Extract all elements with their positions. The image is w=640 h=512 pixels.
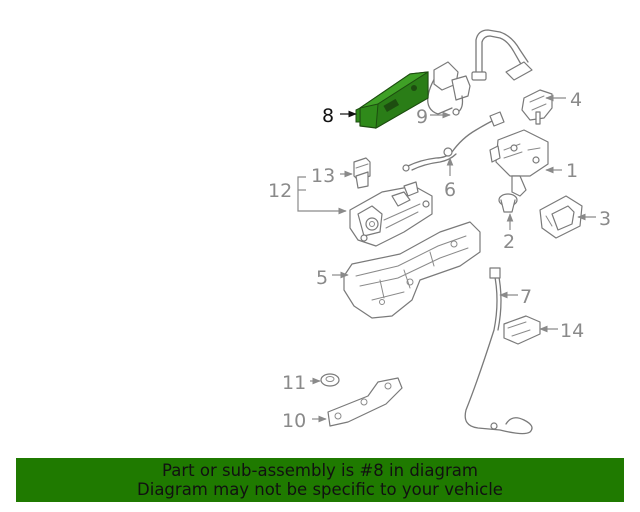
banner-line-1: Part or sub-assembly is #8 in diagram (162, 461, 478, 480)
info-banner: Part or sub-assembly is #8 in diagram Di… (16, 458, 624, 502)
callout-13: 13 (311, 165, 335, 187)
callout-11: 11 (282, 372, 306, 394)
callout-numbers: 8 9 4 1 3 2 6 5 7 14 11 10 13 12 (268, 89, 611, 432)
part-6-cable[interactable] (402, 111, 505, 172)
callout-3: 3 (599, 208, 611, 230)
part-2-bumper[interactable] (498, 193, 518, 213)
part-12-actuator[interactable] (349, 181, 433, 247)
callout-10: 10 (282, 410, 306, 432)
part-4[interactable] (521, 89, 553, 125)
banner-line-2: Diagram may not be specific to your vehi… (137, 480, 503, 499)
leader-lines (297, 94, 596, 423)
part-7-cable[interactable] (464, 267, 533, 435)
callout-9: 9 (416, 106, 428, 128)
part-10-bracket[interactable] (327, 377, 403, 427)
callout-14: 14 (560, 320, 584, 342)
callout-2: 2 (503, 231, 515, 253)
callout-12: 12 (268, 180, 292, 202)
callout-4: 4 (570, 89, 582, 111)
part-11-nut[interactable] (320, 373, 340, 387)
part-9-wire-harness[interactable] (427, 29, 533, 116)
part-1-latch[interactable] (489, 129, 549, 197)
callout-8: 8 (322, 105, 334, 127)
callout-7: 7 (520, 286, 532, 308)
part-8-highlighted-module[interactable] (355, 71, 429, 129)
callout-1: 1 (566, 160, 578, 182)
part-14-connector[interactable] (503, 315, 541, 345)
part-13-sensor[interactable] (353, 157, 371, 189)
part-3-striker[interactable] (539, 195, 583, 239)
part-5-panel[interactable] (343, 221, 481, 319)
callout-6: 6 (444, 179, 456, 201)
callout-5: 5 (316, 267, 328, 289)
